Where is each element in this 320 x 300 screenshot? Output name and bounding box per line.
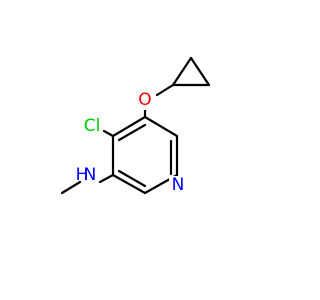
- ring-nitrogen-label: N: [172, 175, 185, 195]
- oxygen-label: O: [138, 90, 151, 110]
- bond-c5-c6: [143, 115, 179, 138]
- bond-cyclopropyl-1: [171, 56, 193, 87]
- bond-c4-c5-double: [117, 123, 147, 142]
- chlorine-label: Cl: [84, 116, 101, 136]
- bond-n-methyl: [60, 180, 82, 195]
- atom-labels: O Cl N H N: [76, 90, 186, 195]
- bond-c2-c3-double: [117, 169, 147, 188]
- amine-nitrogen-label: N: [84, 165, 97, 185]
- bond-o-cyclopropyl: [155, 83, 175, 97]
- bond-cyclopropyl-2: [189, 56, 211, 87]
- bond-c4-cl: [102, 129, 115, 138]
- bond-c2-c3: [111, 173, 147, 195]
- bond-c4-c5: [111, 115, 147, 138]
- bonds: [60, 56, 211, 195]
- molecule-structure: O Cl N H N: [60, 56, 211, 195]
- bond-c3-n: [98, 173, 115, 184]
- amine-hydrogen-label: H: [76, 165, 89, 185]
